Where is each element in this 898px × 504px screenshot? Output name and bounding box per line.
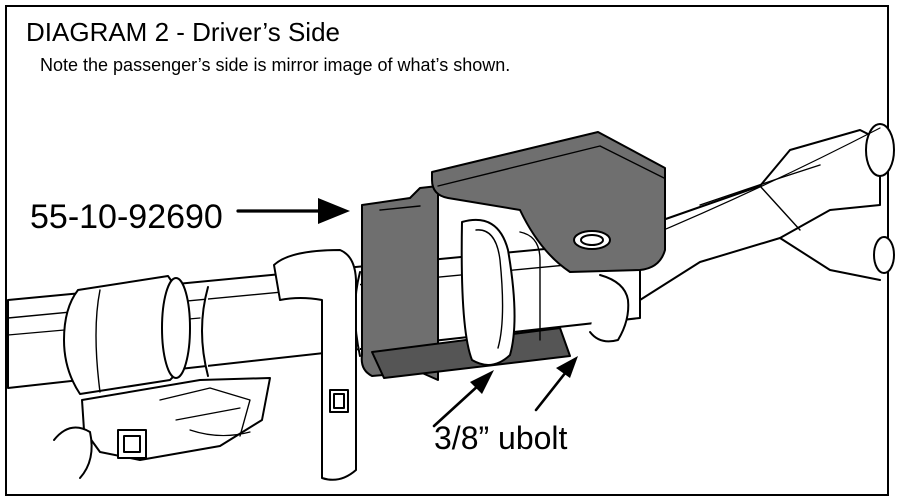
ubolts bbox=[460, 218, 630, 366]
ubolt-label: 3/8” ubolt bbox=[434, 420, 568, 456]
ubolt-arrows bbox=[432, 356, 578, 428]
control-arm bbox=[639, 123, 895, 301]
part-arrow bbox=[236, 198, 350, 224]
band-clamp bbox=[273, 249, 357, 481]
part-number-label: 55-10-92690 bbox=[30, 198, 223, 236]
lower-mount bbox=[53, 377, 271, 479]
diagram-title: DIAGRAM 2 - Driver’s Side bbox=[26, 17, 340, 47]
diagram-note: Note the passenger’s side is mirror imag… bbox=[40, 55, 511, 75]
left-collar bbox=[63, 275, 191, 395]
